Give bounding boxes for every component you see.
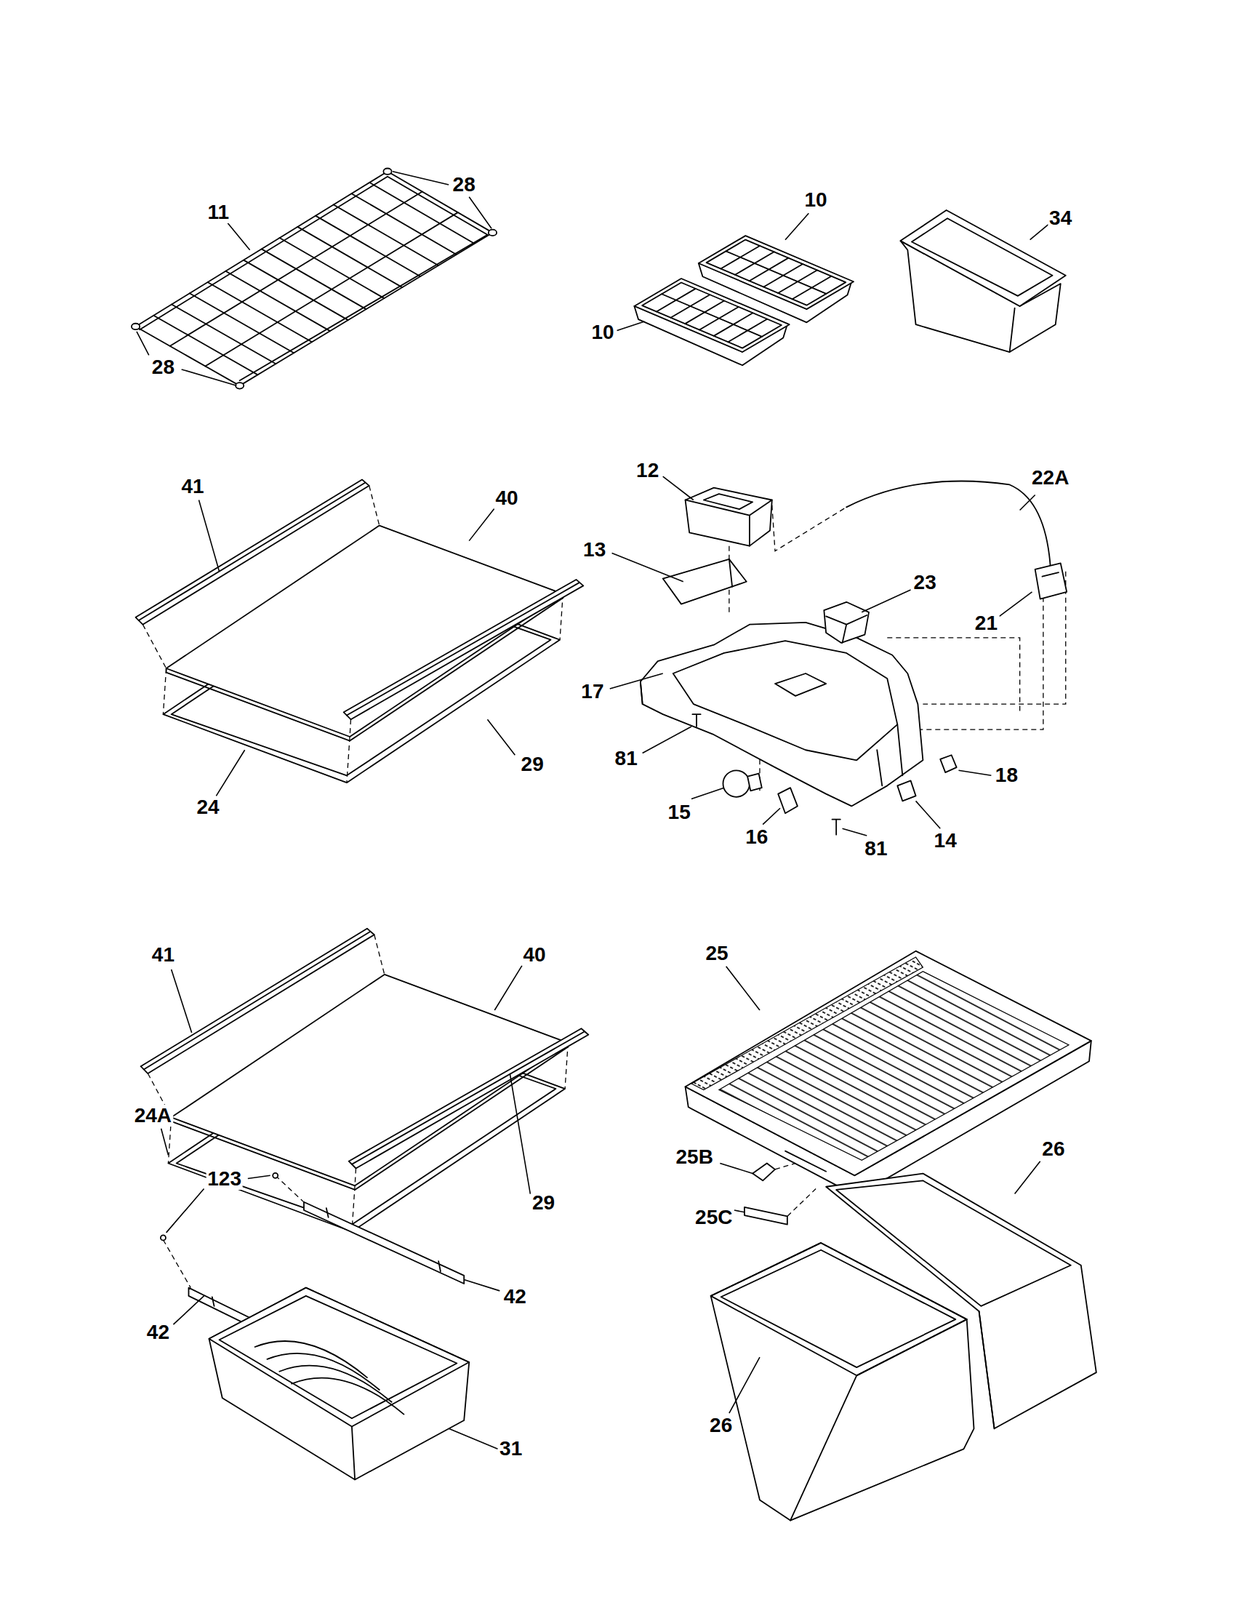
wire-shelf [131,168,497,389]
callout-number: 13 [581,538,608,561]
callout-number: 22A [1030,466,1071,489]
callout-number: 14 [932,829,959,852]
callout-number: 40 [494,487,520,509]
callout-number: 41 [150,943,176,966]
callout-number: 25 [704,942,730,965]
callout-number: 25C [693,1206,734,1229]
callout-number: 24A [133,1104,174,1127]
callout-number: 15 [666,801,693,824]
callout-number: 11 [205,201,231,224]
callout-number: 18 [993,764,1020,786]
callout-number: 42 [502,1285,528,1308]
leader-lines [136,171,1049,1450]
glass-shelf [135,479,584,783]
callout-number: 28 [451,173,477,196]
light-housing [640,481,1067,835]
callout-number: 26 [1040,1137,1066,1160]
callout-number: 40 [521,943,547,966]
callout-number: 123 [205,1167,243,1190]
callout-number: 81 [613,747,640,770]
callout-number: 10 [803,189,829,211]
callout-number: 17 [579,680,605,703]
callout-number: 28 [150,356,176,379]
callout-number: 16 [743,825,770,848]
callout-number: 31 [498,1437,524,1460]
callout-number: 23 [912,571,938,594]
callout-number: 29 [519,753,546,776]
crisper-drawers [711,1173,1097,1521]
callout-number: 41 [180,475,206,498]
callout-number: 29 [530,1191,557,1214]
callout-number: 81 [863,837,889,860]
callout-number: 10 [589,321,616,344]
callout-number: 26 [708,1414,734,1436]
callout-number: 12 [634,459,661,482]
callout-number: 25B [674,1145,715,1168]
callout-number: 34 [1047,207,1074,230]
drawer [209,1287,470,1480]
bin [900,210,1066,352]
callout-number: 42 [145,1321,171,1343]
ice-trays [633,235,854,365]
callout-number: 21 [973,612,999,634]
callout-number: 24 [195,796,222,818]
